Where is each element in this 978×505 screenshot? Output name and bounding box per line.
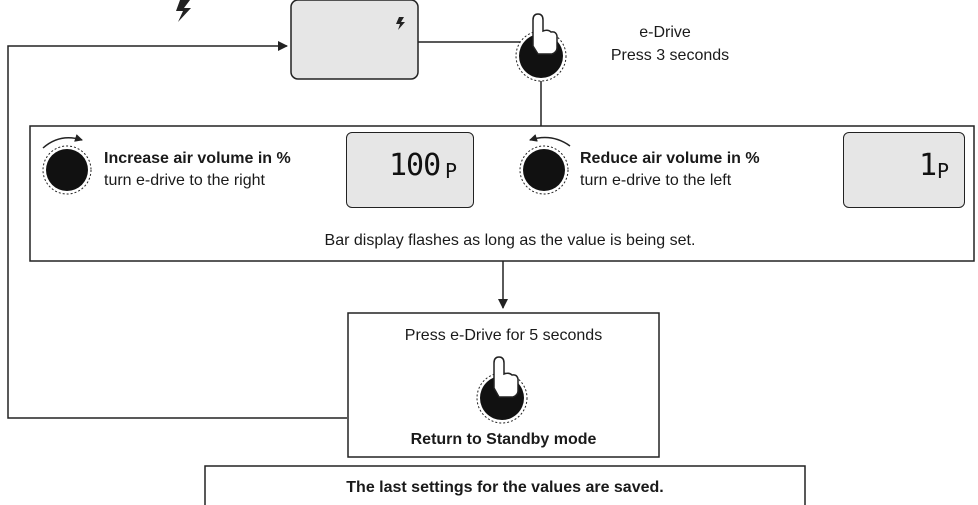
rotary-knob-right-icon — [42, 134, 92, 195]
device-instruction: Press 3 seconds — [610, 47, 730, 64]
pointing-hand-icon — [532, 13, 558, 55]
lcd-unit: P — [937, 159, 950, 183]
footer-note: The last settings for the values are sav… — [346, 479, 664, 496]
confirm-instruction: Press e-Drive for 5 seconds — [404, 327, 603, 344]
settings-panel — [29, 125, 975, 262]
rotary-knob-left-icon — [519, 134, 571, 195]
display-lightning-icon — [396, 17, 405, 30]
return-loop-arrow — [7, 41, 347, 419]
confirm-result: Return to Standby mode — [410, 431, 597, 448]
reduce-subtitle: turn e-drive to the left — [580, 172, 732, 189]
footer-box — [204, 465, 806, 505]
bar-display-note: Bar display flashes as long as the value… — [324, 232, 696, 249]
confirm-pointing-hand-icon — [493, 356, 519, 398]
lcd-display-increase: 100 P — [346, 132, 474, 208]
reduce-title: Reduce air volume in % — [580, 150, 760, 167]
standby-display — [290, 0, 419, 80]
lcd-display-reduce: 1 P — [843, 132, 965, 208]
device-label: e-Drive — [639, 24, 691, 41]
lcd-value: 100 — [389, 148, 441, 183]
lightning-icon — [176, 0, 191, 22]
lcd-unit: P — [445, 159, 458, 183]
lcd-value: 1 — [919, 148, 937, 183]
increase-subtitle: turn e-drive to the right — [104, 172, 265, 189]
increase-title: Increase air volume in % — [104, 150, 291, 167]
